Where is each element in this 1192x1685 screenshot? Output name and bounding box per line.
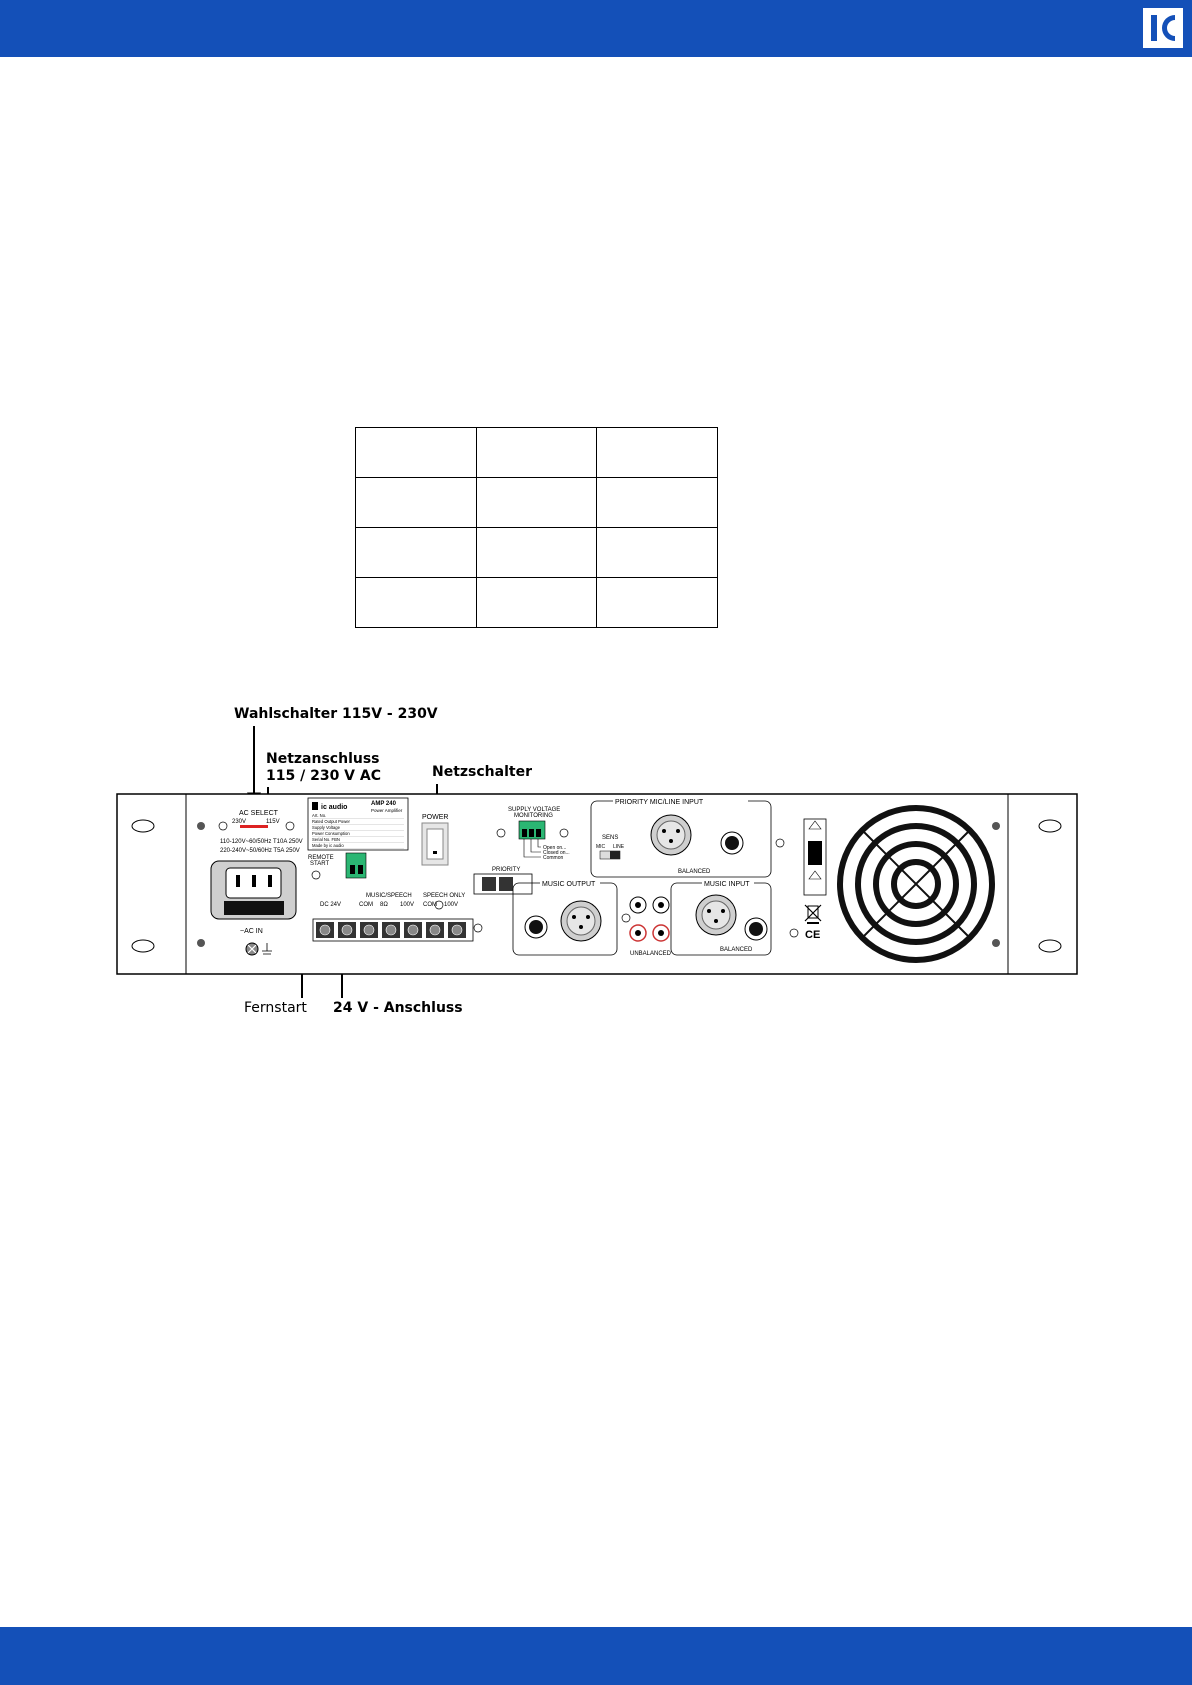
brand-logo-icon (1143, 8, 1183, 48)
table-cell (596, 527, 718, 578)
callout-power-switch: Netzschalter (432, 764, 532, 780)
plate-brand: ic audio (321, 804, 347, 811)
speech-only-label: SPEECH ONLY (423, 893, 465, 899)
v115-label: 115V (266, 819, 280, 825)
table-row (355, 427, 718, 478)
power-label: POWER (422, 814, 448, 821)
remote-start-l1: REMOTE (308, 855, 334, 861)
table-cell (355, 577, 477, 628)
rack-hole (131, 939, 155, 953)
supply-l2: MONITORING (514, 813, 553, 819)
music-input-label: MUSIC INPUT (704, 881, 750, 888)
table-cell (355, 477, 477, 528)
rack-hole (1038, 819, 1062, 833)
ac-select-label: AC SELECT (239, 810, 279, 817)
table-cell (475, 427, 598, 478)
table-cell (596, 577, 718, 628)
table-cell (475, 527, 598, 578)
plate-model-sub: Power Amplifier (371, 808, 403, 813)
mon-closed: Closed on... (543, 850, 570, 856)
plate-row: Made by ic audio (312, 843, 344, 848)
plate-row: Rated Output Power (312, 819, 351, 824)
footer-band (0, 1627, 1192, 1685)
table-cell (596, 427, 718, 478)
terminal-label: 8Ω (380, 902, 388, 908)
spec-line2: 220-240V~50/60Hz T5A 250V (220, 848, 300, 854)
ce-mark: CE (805, 929, 820, 941)
unbalanced-label: UNBALANCED (630, 951, 672, 957)
plate-model: AMP 240 (371, 801, 397, 807)
priority-small: PRIORITY (492, 867, 520, 873)
table-cell (596, 477, 718, 528)
plate-row: Supply Voltage (312, 825, 341, 830)
callout-remote-start: Fernstart (244, 1000, 307, 1016)
callout-mains-line1: Netzanschluss (266, 751, 380, 767)
sens-label: SENS (602, 835, 618, 841)
rack-hole (1038, 939, 1062, 953)
supply-l1: SUPPLY VOLTAGE (508, 807, 560, 813)
mic-label: MIC (596, 844, 606, 850)
music-speech-label: MUSIC/SPEECH (366, 893, 412, 899)
priority-balanced-label: BALANCED (678, 869, 711, 875)
terminal-label: COM (359, 902, 373, 908)
music-balanced-label: BALANCED (720, 947, 753, 953)
header-band (0, 0, 1192, 57)
dc24-label: DC 24V (320, 902, 341, 908)
callout-mains-line2: 115 / 230 V AC (266, 768, 382, 784)
fan-grille (837, 805, 995, 963)
plate-row: Serial No. FBN (312, 837, 340, 842)
remote-start-l2: START (310, 861, 329, 867)
table-cell (355, 427, 477, 478)
amp-rear-panel: AC SELECT 230V 115V 110-120V~60/50Hz T10… (116, 793, 1078, 975)
ac-in-label: ~AC IN (240, 928, 263, 935)
terminal-label: 100V (400, 902, 414, 908)
mon-common: Common (543, 855, 564, 861)
terminal-label: 100V (444, 902, 458, 908)
terminal-label: COM (423, 902, 437, 908)
table-row (355, 477, 718, 528)
type-plate (307, 797, 409, 851)
table-cell (355, 527, 477, 578)
plate-row: Power Consumption (312, 831, 350, 836)
priority-mic-line-label: PRIORITY MIC/LINE INPUT (615, 799, 704, 806)
table-cell (475, 477, 598, 528)
table-row (355, 577, 718, 628)
v230-label: 230V (232, 819, 246, 825)
table-cell (475, 577, 598, 628)
callout-dc-connection: 24 V - Anschluss (333, 1000, 463, 1016)
rack-hole (131, 819, 155, 833)
spec-table (355, 427, 718, 628)
ground-symbol (262, 943, 272, 955)
weee-icon (804, 904, 822, 924)
fuse-drawer[interactable] (224, 901, 284, 915)
plate-row: Art. No. (312, 813, 326, 818)
mon-open: Open on... (543, 845, 566, 851)
spec-line1: 110-120V~60/50Hz T10A 250V (220, 839, 303, 845)
callout-selector: Wahlschalter 115V - 230V (234, 706, 438, 722)
table-row (355, 527, 718, 578)
voltage-selector[interactable] (240, 825, 268, 828)
music-output-label: MUSIC OUTPUT (542, 881, 596, 888)
line-label: LINE (613, 844, 625, 850)
